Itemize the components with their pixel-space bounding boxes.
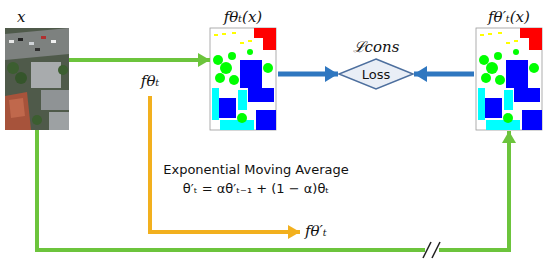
teacher-output: fθ′ₜ(x): [476, 28, 542, 130]
connector-arrow: [37, 130, 509, 250]
node-heading: ℒcons: [338, 36, 414, 56]
node-heading: fθ′ₜ(x): [476, 8, 542, 26]
segmentation-map: [476, 28, 542, 130]
note: Exponential Moving Average: [163, 162, 349, 177]
aerial-image: [5, 28, 69, 130]
model-name: fθ′ₜ: [305, 222, 327, 240]
connector-arrow: [69, 58, 210, 62]
node-heading: fθₜ(x): [210, 8, 276, 26]
loss-diamond: ℒconsLoss: [338, 58, 414, 90]
connector-arrow: [278, 72, 338, 77]
input-image: x: [5, 28, 69, 130]
node-heading: x: [17, 8, 25, 26]
segmentation-map: [210, 28, 276, 130]
node-label: Loss: [362, 67, 391, 82]
connector-arrow: [414, 72, 474, 77]
formula: θ′ₜ = αθ′ₜ₋₁ + (1 − α)θₜ: [183, 181, 329, 196]
student-output: fθₜ(x): [210, 28, 276, 130]
model-name: fθₜ: [141, 72, 159, 90]
